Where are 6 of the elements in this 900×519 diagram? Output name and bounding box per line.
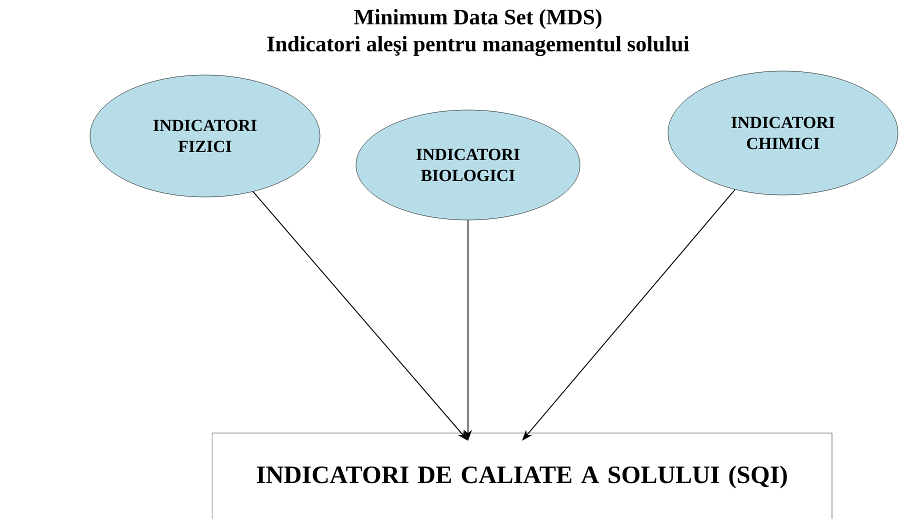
- title: Minimum Data Set (MDS): [354, 9, 602, 29]
- oval-node: INDICATORI BIOLOGICI: [356, 110, 580, 220]
- oval-node: INDICATORI CHIMICI: [668, 70, 898, 196]
- oval-node: INDICATORI FIZICI: [90, 74, 320, 198]
- result-box: INDICATORI DE CALIATE A SOLULUI (SQI): [212, 432, 832, 519]
- subtitle: Indicatori aleşi pentru managementul solului: [267, 36, 690, 56]
